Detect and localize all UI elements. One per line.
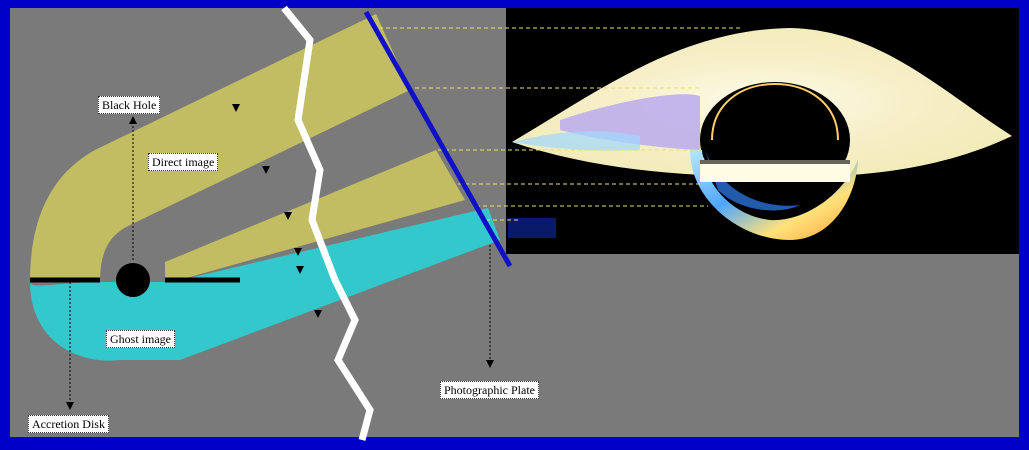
leader-lines	[69, 118, 491, 410]
photographic-plate-label: Photographic Plate	[440, 381, 539, 399]
accretion-disk-label: Accretion Disk	[28, 415, 109, 433]
rendered-accretion-disk	[512, 28, 1012, 240]
photographic-plate	[363, 10, 513, 268]
dark-blue-patch	[508, 218, 556, 238]
ghost-image-label: Ghost image	[106, 330, 175, 348]
projection-lines	[372, 27, 740, 221]
ghost-image-path	[30, 208, 500, 361]
leader-arrowheads	[66, 116, 494, 410]
direct-image-label: Direct image	[148, 153, 219, 171]
direct-image-path	[30, 14, 410, 282]
black-hole	[116, 263, 150, 297]
crack-line	[281, 5, 374, 441]
path-arrows	[232, 104, 322, 318]
black-hole-label: Black Hole	[98, 96, 161, 114]
